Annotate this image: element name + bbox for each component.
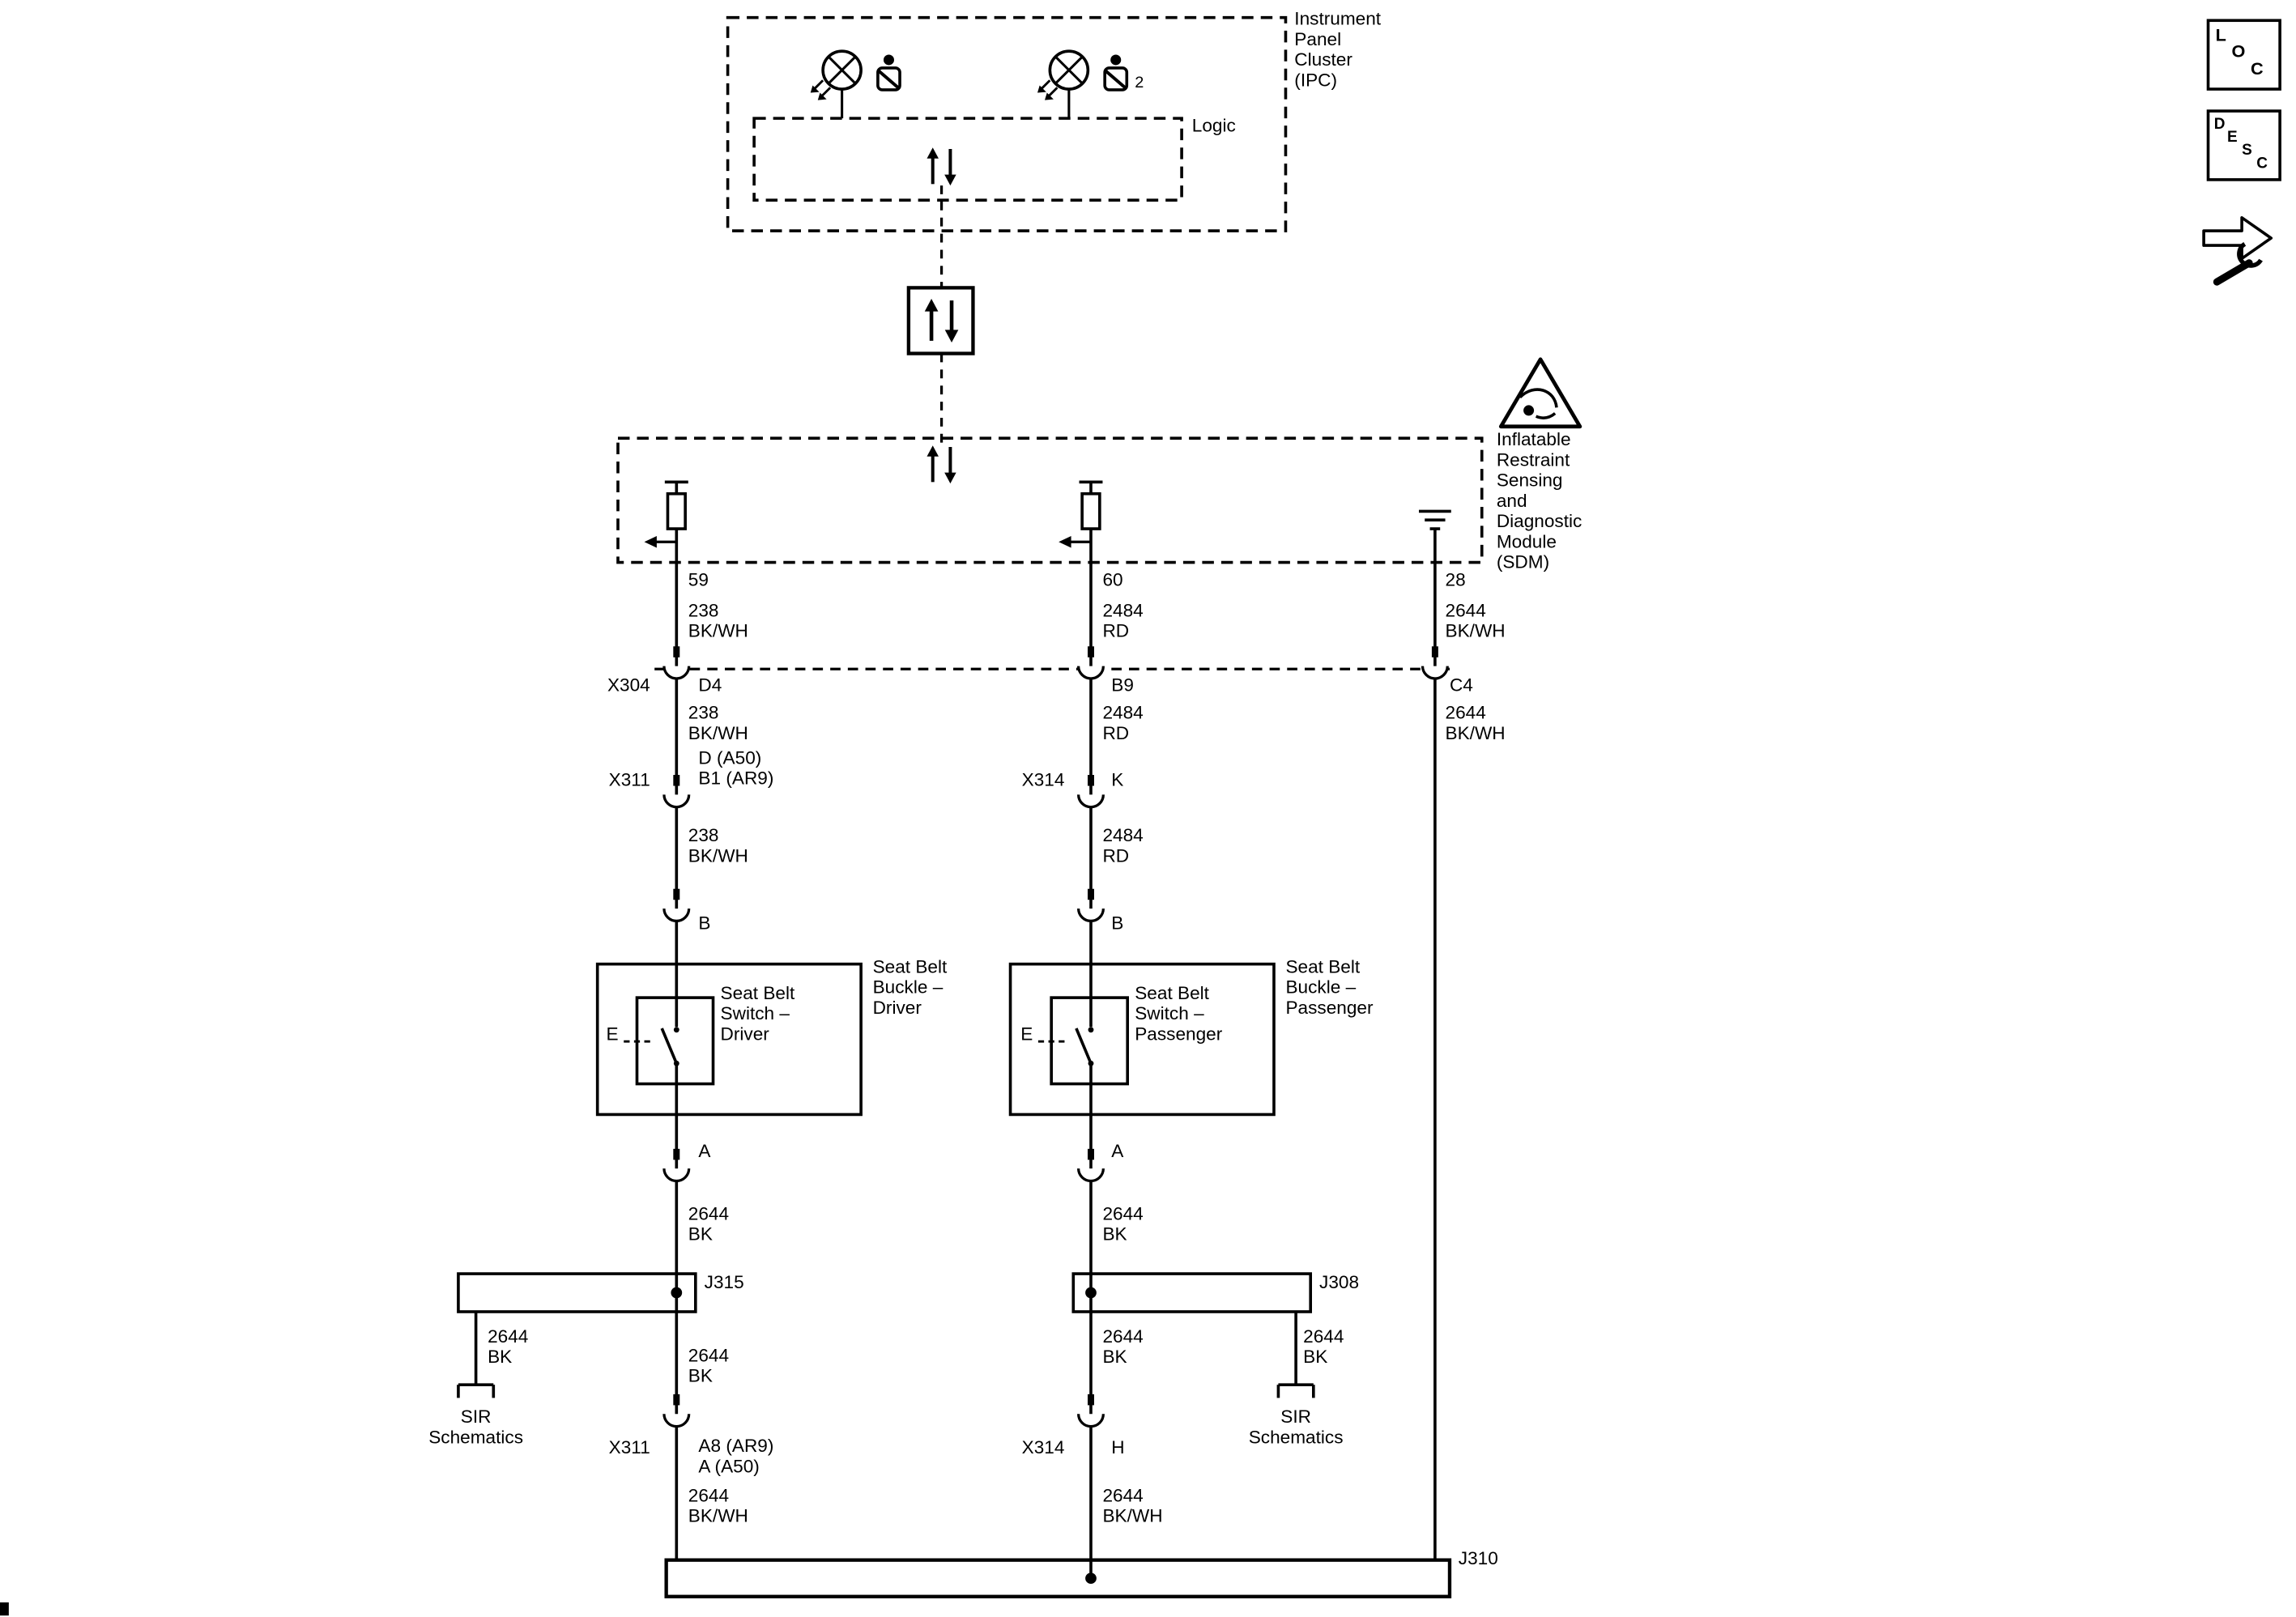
ipc-title: Instrument Panel Cluster (IPC): [1294, 8, 1382, 91]
wire-label-2484-seg1: 2484 RD: [1102, 600, 1144, 641]
wire-label-238-seg2: 238 BK/WH: [688, 702, 748, 744]
sdm-pin-60: 60: [1102, 569, 1123, 590]
ipc-logic-box: [752, 117, 1183, 202]
buckle-passenger-label: Seat Belt Buckle – Passenger: [1285, 956, 1374, 1019]
arrow-wrench-icon[interactable]: [2202, 215, 2273, 286]
connector-x311-upper-label: X311: [608, 769, 650, 790]
connector-x314-lower-label: X314: [1021, 1437, 1065, 1458]
terminal-k: K: [1111, 769, 1124, 790]
wire-label-2644bkwh-seg6r: 2644 BK/WH: [1102, 1485, 1163, 1527]
sdm-driver-output-left: [642, 480, 690, 564]
actuator-e-passenger: E: [1020, 1023, 1033, 1045]
connector-x304-label: X304: [607, 674, 650, 696]
sir-reference-right: SIR Schematics: [1248, 1406, 1344, 1448]
wire-label-2644bkwh-seg2: 2644 BK/WH: [1445, 702, 1506, 744]
ipc-box: [726, 15, 1288, 232]
splice-j315: [457, 1272, 697, 1313]
loc-button[interactable]: L O C: [2206, 19, 2281, 91]
wire-label-2644bkwh-seg6l: 2644 BK/WH: [688, 1485, 748, 1527]
wire-label-2644bk-branch-left: 2644 BK: [488, 1326, 529, 1368]
terminal-x311-upper: D (A50) B1 (AR9): [698, 747, 774, 789]
indicator-count-subscript: 2: [1135, 74, 1144, 92]
wire-label-2644bk-branch-right: 2644 BK: [1303, 1326, 1344, 1368]
wire-label-238-seg1: 238 BK/WH: [688, 600, 748, 641]
loc-letter-l: L: [2215, 24, 2226, 45]
desc-letter-e: E: [2227, 128, 2238, 147]
actuator-e-driver: E: [606, 1023, 619, 1045]
seat-belt-buckle-driver-box: [595, 962, 863, 1117]
sdm-pin-28: 28: [1445, 569, 1466, 590]
splice-j315-label: J315: [704, 1272, 744, 1293]
sir-reference-symbol-left: [457, 1383, 496, 1400]
desc-letter-c: C: [2256, 155, 2268, 172]
sdm-box: [616, 436, 1484, 564]
sir-caution-icon: [1498, 357, 1582, 429]
terminal-b-passenger: B: [1111, 913, 1124, 934]
sdm-pin-59: 59: [688, 569, 709, 590]
wire-label-2484-seg3: 2484 RD: [1102, 825, 1144, 866]
wire-label-2644bk-seg5l: 2644 BK: [688, 1345, 730, 1386]
serial-data-symbol-ipc: [925, 146, 958, 188]
seat-belt-driver-icon: [875, 53, 902, 91]
splice-j308-label: J308: [1319, 1272, 1360, 1293]
seat-belt-indicator-lamp-driver-icon: [808, 49, 863, 102]
wire-label-238-seg3: 238 BK/WH: [688, 825, 748, 866]
terminal-a-passenger: A: [1111, 1140, 1124, 1162]
serial-data-symbol-bus: [925, 299, 959, 343]
terminal-h: H: [1111, 1437, 1125, 1458]
switch-passenger-label: Seat Belt Switch – Passenger: [1135, 983, 1223, 1045]
splice-j308: [1071, 1272, 1313, 1313]
splice-j310: [664, 1558, 1452, 1598]
indicator-lamp-leads: [841, 89, 1071, 119]
wire-label-2644bkwh-seg1: 2644 BK/WH: [1445, 600, 1506, 641]
terminal-a-driver: A: [698, 1140, 711, 1162]
loc-letter-o: O: [2231, 40, 2246, 62]
wire-label-2484-seg2: 2484 RD: [1102, 702, 1144, 744]
terminal-c4: C4: [1449, 674, 1473, 696]
desc-button[interactable]: D E S C: [2206, 109, 2281, 181]
sdm-title: Inflatable Restraint Sensing and Diagnos…: [1496, 429, 1582, 573]
terminal-b-driver: B: [698, 913, 711, 934]
desc-letter-d: D: [2213, 115, 2226, 134]
terminal-d4: D4: [698, 674, 722, 696]
terminal-x311-lower: A8 (AR9) A (A50): [698, 1436, 774, 1477]
sir-reference-left: SIR Schematics: [428, 1406, 524, 1448]
wire-label-2644bk-seg4l: 2644 BK: [688, 1203, 730, 1245]
connector-x311-lower-label: X311: [608, 1437, 650, 1458]
seat-belt-buckle-passenger-box: [1008, 962, 1276, 1117]
sdm-ground-icon: [1417, 509, 1453, 530]
wire-label-2644bk-seg5r: 2644 BK: [1102, 1326, 1144, 1368]
loc-letter-c: C: [2250, 58, 2264, 79]
sir-reference-symbol-right: [1276, 1383, 1315, 1400]
desc-letter-s: S: [2242, 141, 2252, 160]
serial-data-symbol-sdm: [925, 444, 958, 486]
serial-data-box: [906, 286, 975, 355]
wire-label-2644bk-seg4r: 2644 BK: [1102, 1203, 1144, 1245]
ipc-logic-label: Logic: [1191, 115, 1236, 136]
connector-x314-upper-label: X314: [1021, 769, 1065, 790]
terminal-b9: B9: [1111, 674, 1134, 696]
buckle-driver-label: Seat Belt Buckle – Driver: [872, 956, 948, 1019]
sdm-driver-output-right: [1057, 480, 1105, 564]
switch-driver-label: Seat Belt Switch – Driver: [720, 983, 795, 1045]
seat-belt-passenger-icon: [1103, 53, 1129, 91]
splice-j310-label: J310: [1458, 1548, 1498, 1569]
page-mark: [0, 1602, 9, 1616]
seat-belt-indicator-lamp-passenger-icon: [1036, 49, 1090, 102]
